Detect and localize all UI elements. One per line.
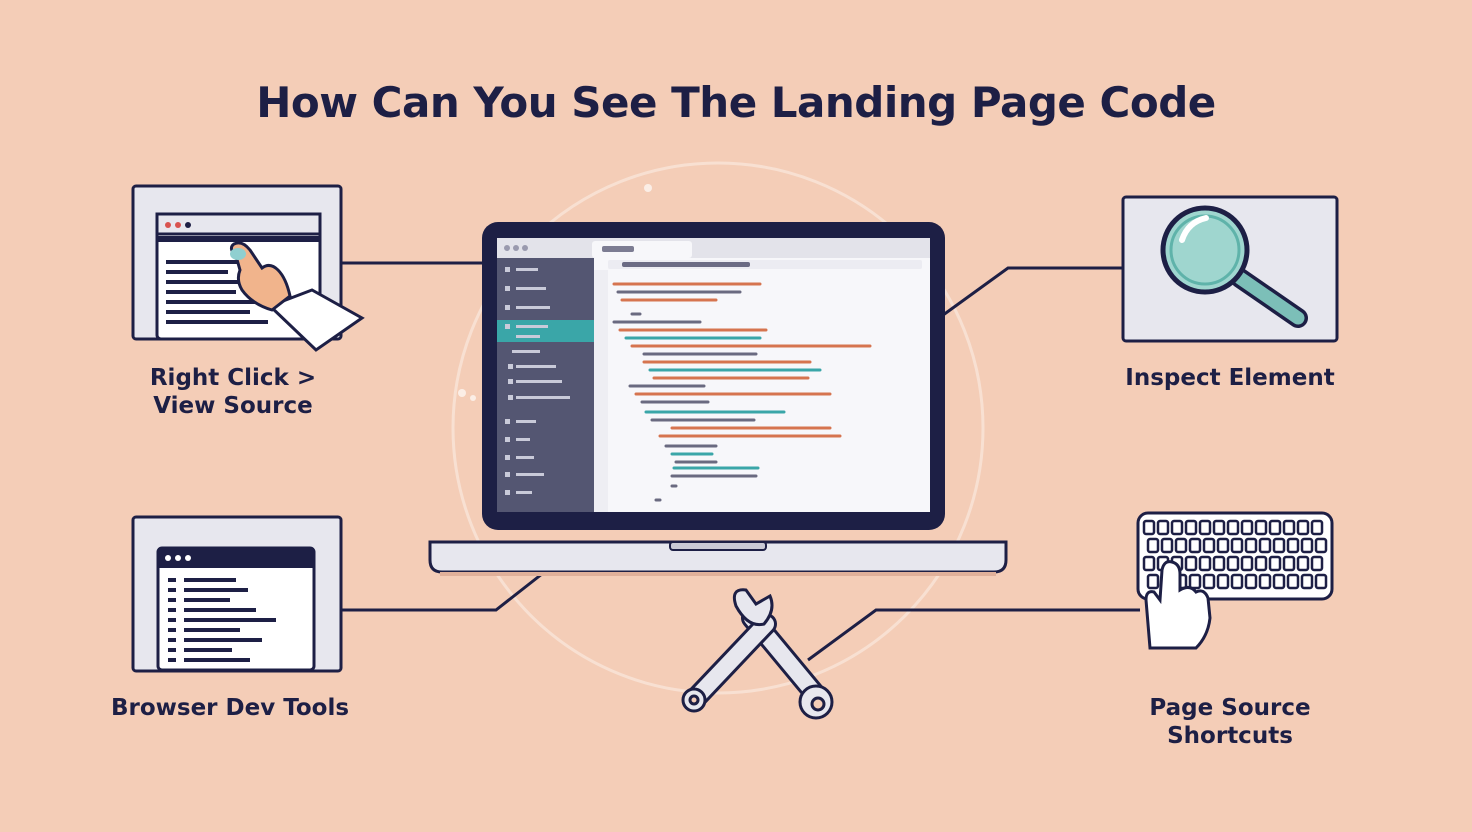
keyboard-icon <box>1136 511 1334 650</box>
magnifier-icon <box>1160 205 1308 328</box>
sleeve <box>267 288 365 352</box>
screen-tab <box>592 241 692 258</box>
orbit-dot <box>644 184 652 192</box>
connector-shortcuts <box>807 608 1140 662</box>
keyboard-key <box>1244 537 1258 554</box>
diagram-title: How Can You See The Landing Page Code <box>256 78 1216 127</box>
keyboard-key <box>1310 555 1324 572</box>
code-lines <box>612 282 872 502</box>
keyboard-key <box>1146 573 1160 590</box>
keyboard-key <box>1230 573 1244 590</box>
keyboard-key <box>1188 573 1202 590</box>
keyboard-key <box>1212 555 1226 572</box>
keyboard-key <box>1170 519 1184 536</box>
keyboard-key <box>1286 537 1300 554</box>
devtools-sidebar-active <box>497 320 594 342</box>
label-view-source: Right Click > View Source <box>149 365 317 419</box>
wrench-icon <box>681 588 834 720</box>
keyboard-key <box>1244 573 1258 590</box>
keyboard-key <box>1202 537 1216 554</box>
screen-titlebar <box>497 238 930 258</box>
keyboard-key <box>1226 555 1240 572</box>
keyboard-key <box>1226 519 1240 536</box>
view-source-illustration <box>131 184 365 352</box>
label-inspect-element: Inspect Element <box>1125 365 1335 391</box>
keyboard-key <box>1296 519 1310 536</box>
keyboard-key <box>1300 573 1314 590</box>
keyboard-key <box>1240 519 1254 536</box>
keyboard-key <box>1212 519 1226 536</box>
keyboard-key <box>1254 519 1268 536</box>
keyboard-key <box>1142 555 1156 572</box>
keyboard-key <box>1184 519 1198 536</box>
keyboard-key <box>1296 555 1310 572</box>
keyboard-key <box>1300 537 1314 554</box>
cursor-hand-icon <box>229 241 292 312</box>
keyboard-key <box>1282 555 1296 572</box>
keyboard-key <box>1142 519 1156 536</box>
keyboard-key <box>1254 555 1268 572</box>
keyboard-key <box>1216 573 1230 590</box>
keyboard-key <box>1230 537 1244 554</box>
orbit-dot <box>458 389 466 397</box>
keyboard-key <box>1146 537 1160 554</box>
keyboard-key <box>1314 537 1328 554</box>
label-page-source-shortcuts: Page Source Shortcuts <box>1149 695 1311 749</box>
keyboard-key <box>1160 537 1174 554</box>
keyboard-key <box>1156 519 1170 536</box>
keyboard-key <box>1188 537 1202 554</box>
keyboard-key <box>1268 555 1282 572</box>
code-gutter <box>594 270 608 512</box>
keyboard-key <box>1268 519 1282 536</box>
inspect-illustration <box>1121 195 1339 343</box>
keyboard-key <box>1310 519 1324 536</box>
keyboard-key <box>1202 573 1216 590</box>
devtools-sidebar <box>497 258 594 512</box>
keyboard-key <box>1272 573 1286 590</box>
orbit-ring <box>451 161 985 695</box>
keyboard-key <box>1258 537 1272 554</box>
keyboard-key <box>1240 555 1254 572</box>
keyboard-key <box>1258 573 1272 590</box>
keyboard-key <box>1216 537 1230 554</box>
typing-hand <box>1144 560 1212 650</box>
label-browser-dev-tools: Browser Dev Tools <box>110 695 350 721</box>
dev-tools-illustration <box>131 515 343 673</box>
keyboard-key <box>1198 519 1212 536</box>
keyboard-key <box>1282 519 1296 536</box>
keyboard-key <box>1184 555 1198 572</box>
keyboard-key <box>1272 537 1286 554</box>
keyboard-key <box>1314 573 1328 590</box>
orbit-dot <box>470 395 476 401</box>
keyboard-key <box>1198 555 1212 572</box>
keyboard-key <box>1286 573 1300 590</box>
keyboard-key <box>1174 537 1188 554</box>
laptop-illustration <box>428 222 1008 576</box>
laptop-notch <box>669 541 767 551</box>
